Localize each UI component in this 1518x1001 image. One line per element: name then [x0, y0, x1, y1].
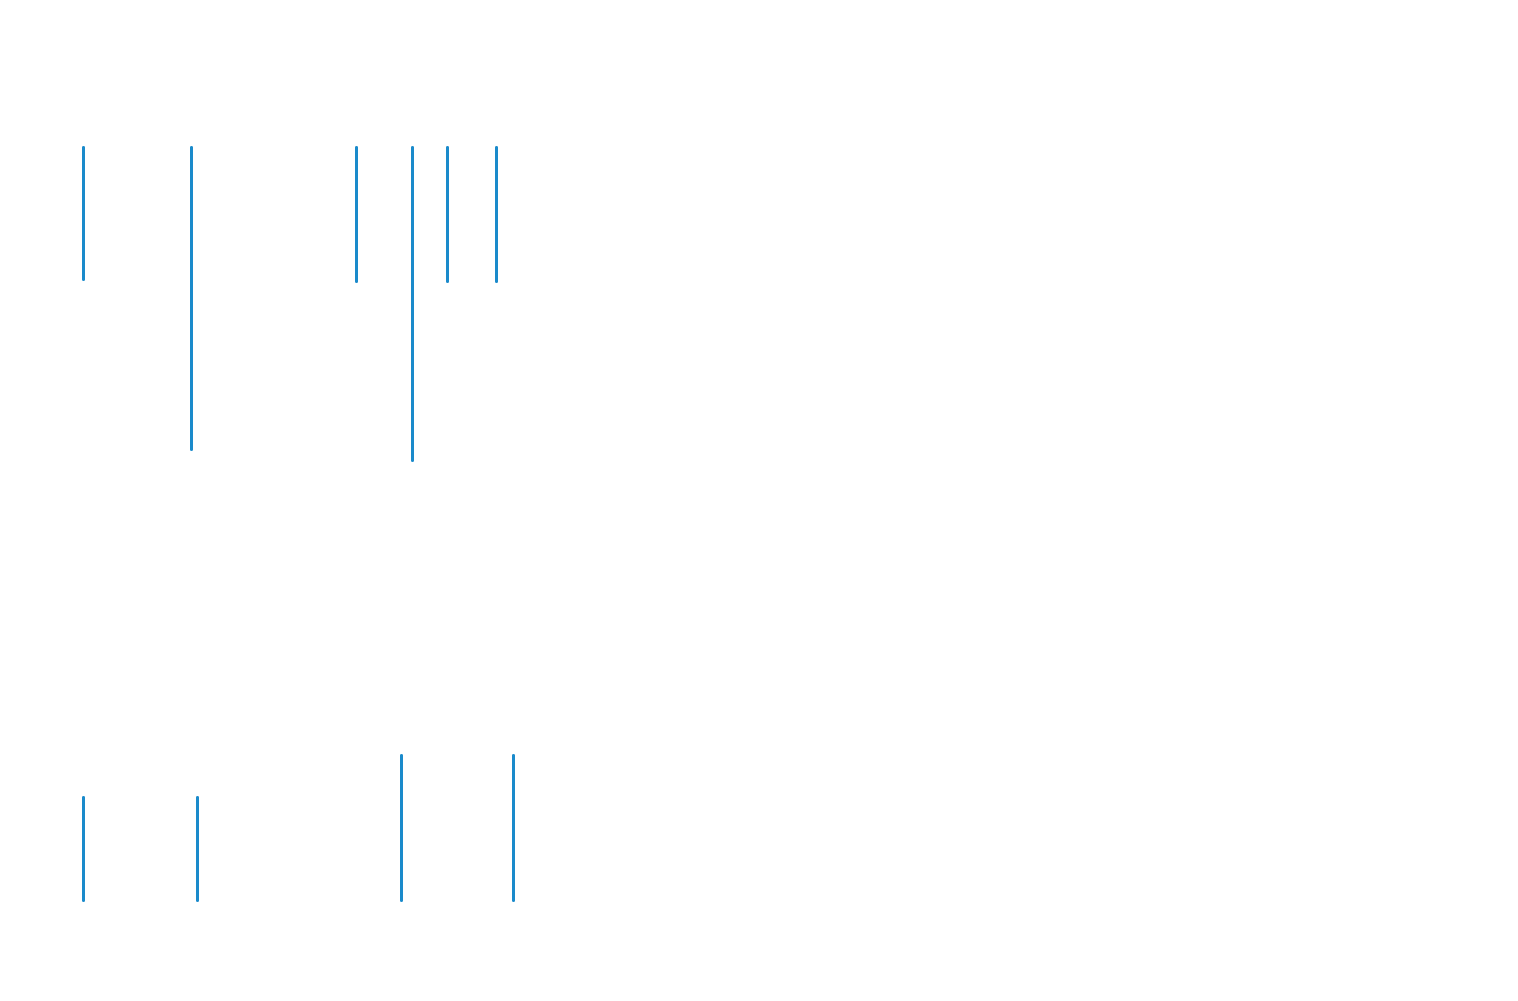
vertical-stroke [190, 146, 193, 451]
vertical-stroke [82, 796, 85, 902]
vertical-stroke [355, 146, 358, 283]
vertical-stroke [446, 146, 449, 283]
vertical-stroke [82, 146, 85, 281]
vertical-stroke [512, 754, 515, 902]
vertical-stroke [411, 146, 414, 462]
vertical-stroke [495, 146, 498, 283]
vertical-stroke [400, 754, 403, 902]
vertical-stroke [196, 796, 199, 902]
